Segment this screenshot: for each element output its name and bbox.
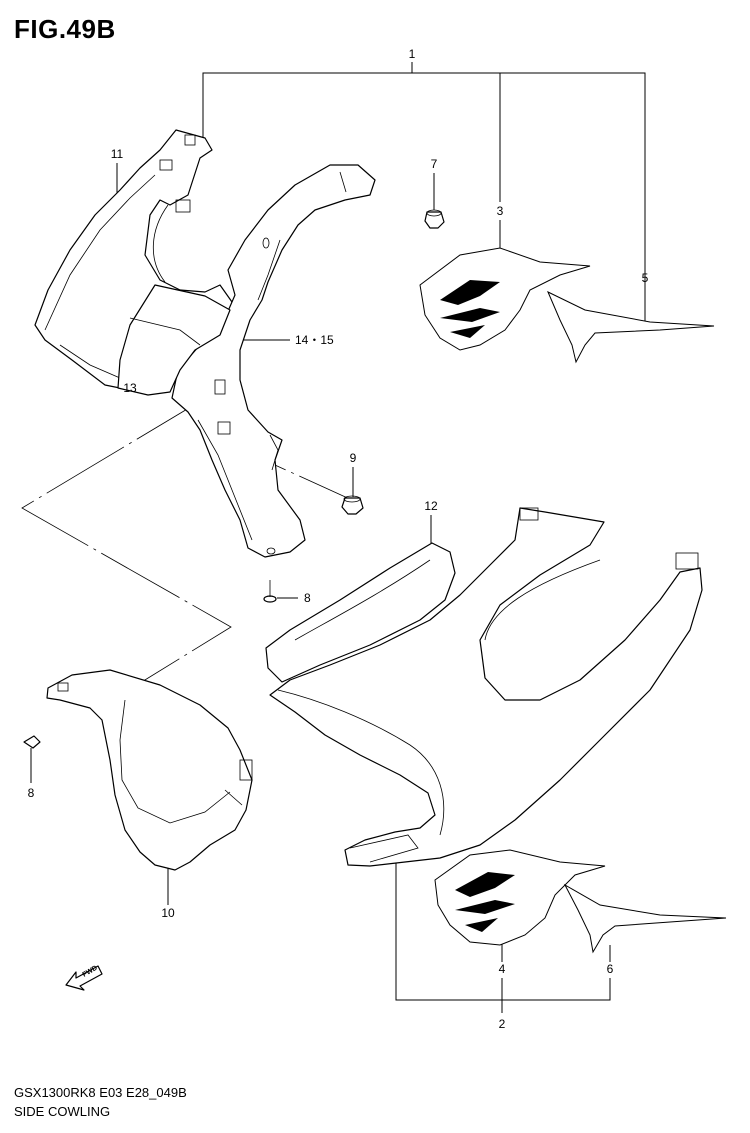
callout-8-upper: 8 [304, 591, 311, 605]
callout-13: 13 [123, 381, 137, 395]
stripe-5 [547, 290, 715, 364]
side-cowling-main [269, 507, 703, 867]
decal-4 [434, 849, 606, 946]
callout-3: 3 [497, 204, 504, 218]
callout-11: 11 [111, 147, 124, 161]
callout-12: 12 [424, 499, 438, 513]
model-code: GSX1300RK8 E03 E28_049B [14, 1085, 187, 1100]
stripe-6 [563, 883, 727, 954]
callout-6: 6 [607, 962, 614, 976]
callout-labels: 1 3 5 7 11 13 14・15 9 12 8 8 10 4 6 2 [28, 47, 649, 1031]
decal-3 [419, 247, 591, 351]
figure-title: FIG.49B [14, 14, 116, 44]
grommet-9 [341, 495, 364, 515]
callout-8-lower: 8 [28, 786, 35, 800]
callout-2: 2 [499, 1017, 506, 1031]
grommet-7 [424, 209, 445, 229]
fwd-arrow-icon [65, 965, 103, 991]
callout-10: 10 [161, 906, 175, 920]
inner-duct [117, 284, 231, 396]
side-trim-12 [265, 542, 456, 683]
inner-panel-lower [46, 669, 253, 871]
callout-7: 7 [431, 157, 438, 171]
callout-4: 4 [499, 962, 506, 976]
callout-14-15: 14・15 [295, 333, 334, 347]
screw-8-lower [23, 735, 41, 749]
screw-8-upper [263, 580, 277, 603]
callout-1: 1 [409, 47, 416, 61]
callout-5: 5 [642, 271, 649, 285]
callout-9: 9 [350, 451, 357, 465]
section-name: SIDE COWLING [14, 1104, 111, 1119]
